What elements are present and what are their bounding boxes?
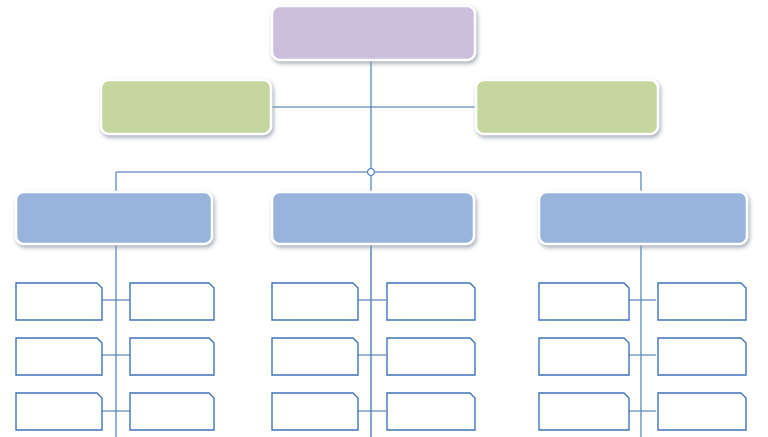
subordinate-box[interactable]: [386, 282, 476, 321]
subordinate-box[interactable]: [657, 337, 747, 376]
subordinate-box[interactable]: [386, 337, 476, 376]
connector-lines: [101, 60, 656, 437]
executive-box[interactable]: [474, 78, 660, 136]
subordinate-box[interactable]: [129, 282, 215, 321]
subordinate-box[interactable]: [15, 337, 103, 376]
subordinate-box[interactable]: [386, 392, 476, 431]
executive-box[interactable]: [99, 78, 273, 136]
subordinate-box[interactable]: [271, 392, 359, 431]
subordinate-box[interactable]: [657, 282, 747, 321]
junction-node: [366, 167, 376, 177]
subordinate-box[interactable]: [129, 392, 215, 431]
subordinate-box[interactable]: [15, 282, 103, 321]
top-box[interactable]: [270, 4, 477, 62]
subordinate-box[interactable]: [538, 337, 630, 376]
subordinate-box[interactable]: [15, 392, 103, 431]
department-box[interactable]: [270, 190, 476, 246]
subordinate-box[interactable]: [657, 392, 747, 431]
subordinate-box[interactable]: [129, 337, 215, 376]
department-box[interactable]: [537, 190, 749, 246]
department-box[interactable]: [14, 190, 214, 246]
subordinate-box[interactable]: [271, 337, 359, 376]
subordinate-box[interactable]: [538, 282, 630, 321]
subordinate-box[interactable]: [271, 282, 359, 321]
subordinate-box[interactable]: [538, 392, 630, 431]
org-boxes: [14, 4, 749, 431]
